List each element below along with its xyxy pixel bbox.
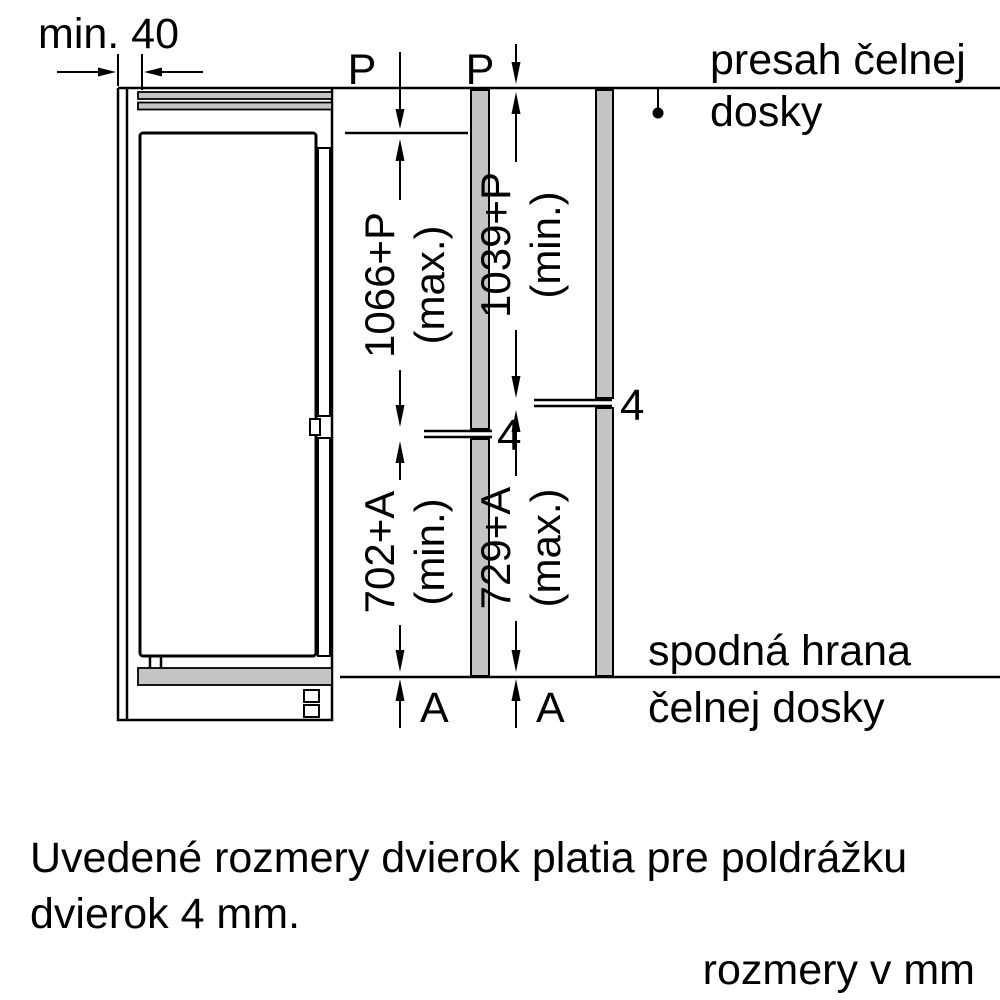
p-label-right: P <box>466 46 495 94</box>
dim-lower-right-head-bottom <box>511 650 521 672</box>
footnote: Uvedené rozmery dvierok platia pre poldr… <box>30 834 975 994</box>
door-rail-lower <box>317 437 331 657</box>
foot-block-2 <box>303 704 320 718</box>
bottom-edge-label-line1: spodná hrana <box>648 627 911 675</box>
dim-lower-right-value: 729+A <box>472 487 519 610</box>
min40-arrow-left-head <box>98 67 116 77</box>
p-label-left: P <box>348 46 377 94</box>
footnote-line2: dvierok 4 mm. <box>30 890 300 938</box>
min40-label: min. 40 <box>38 10 179 58</box>
dim-upper-left-value: 1066+P <box>356 212 403 358</box>
gap-right-value: 4 <box>620 381 644 430</box>
door-split-notch <box>309 418 321 436</box>
p-arrow-left-head <box>395 109 405 129</box>
top-trim-strip-2 <box>137 101 333 111</box>
top-trim-strip-1 <box>137 91 333 100</box>
appliance-door <box>138 131 318 658</box>
dim-upper-right-head-top <box>511 92 521 114</box>
annotation-bottom-edge: spodná hrana čelnej dosky <box>648 627 911 732</box>
furniture-panel-min <box>595 89 614 677</box>
dim-lower-left-value: 702+A <box>356 491 403 614</box>
dim-upper-right-qualifier: (min.) <box>522 191 569 298</box>
dim-lower-left-head-top <box>395 441 405 463</box>
door-rail-upper <box>317 147 331 417</box>
dim-upper-right-value: 1039+P <box>472 172 519 318</box>
dim-upper-left-qualifier: (max.) <box>406 226 453 345</box>
a-label-left: A <box>420 684 449 732</box>
reference-lines <box>118 86 1000 679</box>
gap-left-value: 4 <box>497 411 521 460</box>
panel-max-lower <box>470 438 490 677</box>
overhang-leader-dot <box>652 107 664 119</box>
a-arrow-left-head <box>395 679 405 701</box>
a-label-right: A <box>536 684 565 732</box>
panel-min-lower <box>595 407 614 677</box>
gap-marker-right: 4 <box>534 381 644 430</box>
bottom-edge-label-line2: čelnej dosky <box>648 684 885 732</box>
dim-upper-left-head-top <box>395 139 405 161</box>
a-arrow-right-head <box>511 679 521 701</box>
appliance-unit <box>116 88 334 722</box>
dim-upper-right-head-bottom <box>511 376 521 398</box>
dim-column-right: P 1039+P (min.) 729+A (max.) A <box>466 44 569 732</box>
dim-min40: min. 40 <box>38 10 203 90</box>
overhang-label-line2: dosky <box>710 88 823 136</box>
overhang-label-line1: presah čelnej <box>710 36 966 84</box>
panel-max-upper <box>470 89 490 430</box>
annotation-overhang: presah čelnej dosky <box>652 36 966 136</box>
dim-lower-left-head-bottom <box>395 650 405 672</box>
furniture-panel-max <box>470 89 490 677</box>
dim-upper-left-head-bottom <box>395 405 405 427</box>
p-arrow-right-head <box>511 62 521 84</box>
dim-lower-right-head-top <box>511 410 521 432</box>
units-note: rozmery v mm <box>703 946 975 994</box>
cabinet-outline <box>116 88 334 722</box>
min40-arrow-right-head <box>144 67 162 77</box>
bottom-trim-strip <box>137 667 333 686</box>
dim-lower-right-qualifier: (max.) <box>522 489 569 608</box>
dim-column-left: P 1066+P (max.) 702+A (min.) A <box>348 46 453 732</box>
footnote-line1: Uvedené rozmery dvierok platia pre poldr… <box>30 834 907 882</box>
panel-min-upper <box>595 89 614 399</box>
dim-lower-left-qualifier: (min.) <box>406 498 453 605</box>
foot-block-1 <box>303 689 320 703</box>
